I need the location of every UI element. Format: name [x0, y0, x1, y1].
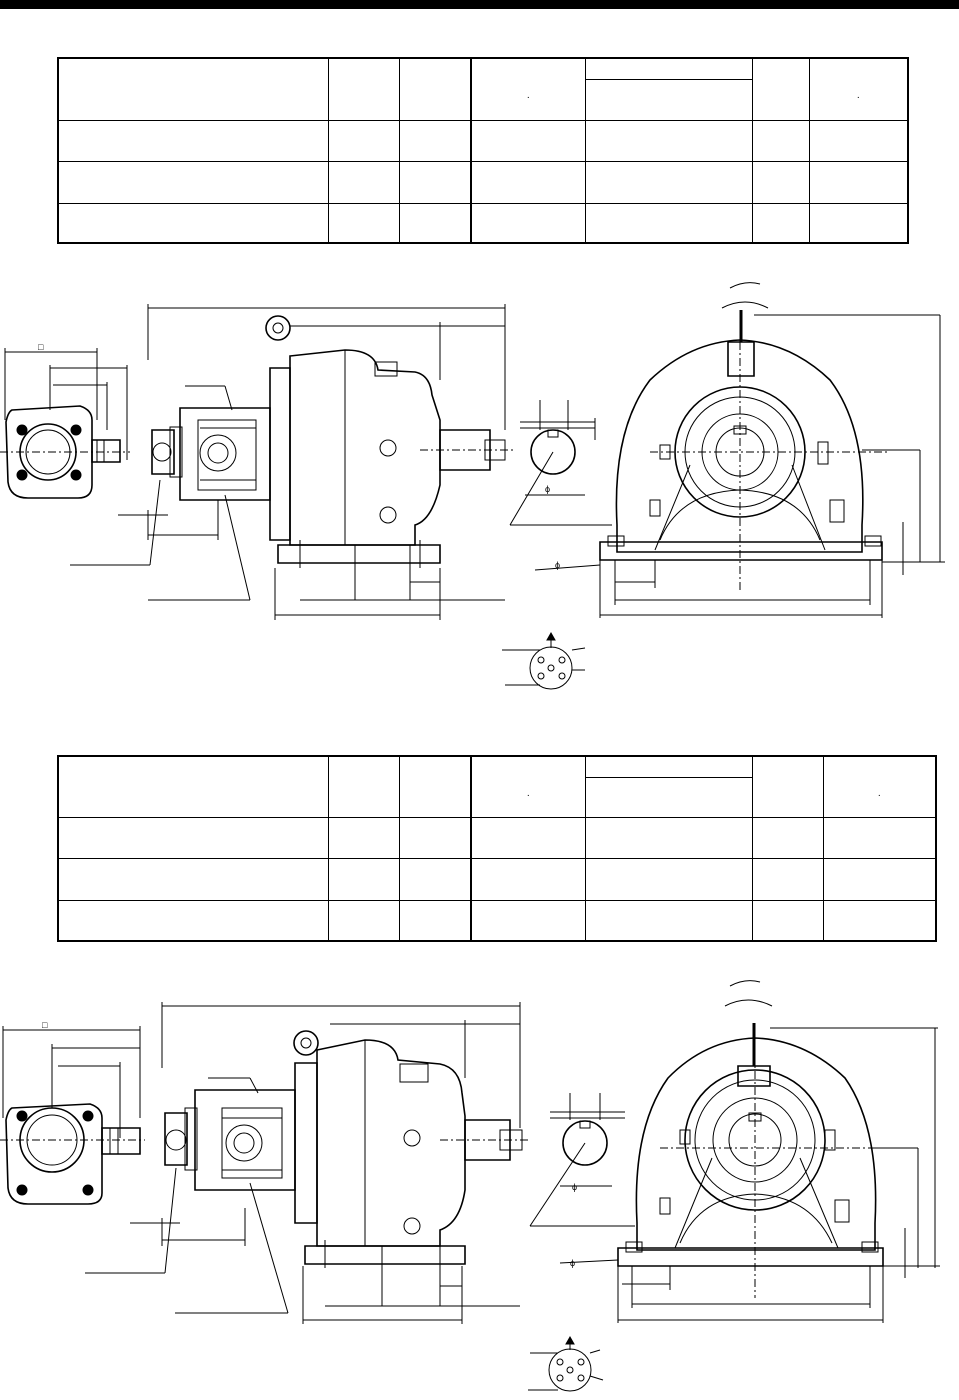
table-row [57, 816, 937, 859]
diameter-symbol: ϕ [570, 1258, 575, 1268]
table-row [57, 119, 909, 162]
motor-end-view [0, 1026, 145, 1204]
table-row [57, 857, 937, 901]
gearmotor-side-view [70, 316, 515, 620]
diameter-symbol: ϕ [545, 484, 550, 494]
header-cell-7: · [808, 57, 909, 121]
header-cell-sub [584, 78, 753, 121]
terminal-box-icon [528, 1337, 603, 1391]
header-cell-4: · [470, 57, 586, 121]
rotation-arrow-icon [730, 981, 760, 986]
square-symbol: □ [38, 342, 44, 352]
table-row [57, 899, 937, 942]
header-cell-model [57, 755, 329, 818]
shaft-keyway-detail [510, 400, 612, 525]
rotation-arrow-icon [725, 1000, 772, 1006]
spec-table-1: · · [57, 57, 909, 244]
header-mark: · [877, 789, 881, 801]
header-cell-group [584, 755, 753, 778]
header-cell-2 [327, 57, 400, 121]
header-cell-6 [751, 57, 810, 121]
table-row [57, 202, 909, 244]
motor-end-view [0, 348, 130, 498]
shaft-keyway-detail [530, 1093, 635, 1226]
header-mark: · [526, 789, 530, 801]
diameter-symbol: ϕ [555, 560, 560, 570]
header-cell-6 [751, 755, 824, 818]
drawing-1: □ ϕ ϕ [0, 270, 959, 700]
square-symbol: □ [42, 1020, 48, 1030]
terminal-box-icon [502, 633, 585, 689]
header-cell-sub [584, 776, 753, 818]
gearmotor-front-view [560, 981, 940, 1323]
spec-table-2: · · [57, 755, 937, 942]
gearmotor-side-view [85, 1031, 530, 1324]
drawing-2: □ ϕ ϕ [0, 968, 959, 1400]
header-cell-3 [398, 755, 472, 818]
header-mark: · [526, 92, 530, 104]
header-cell-2 [327, 755, 400, 818]
top-bar [0, 0, 959, 9]
header-cell-7: · [822, 755, 937, 818]
rotation-arrow-icon [730, 283, 760, 288]
header-cell-model [57, 57, 329, 121]
table-row [57, 160, 909, 204]
header-cell-3 [398, 57, 472, 121]
header-mark: · [856, 92, 860, 104]
gearmotor-front-view [535, 283, 945, 618]
rotation-arrow-icon [722, 302, 768, 308]
header-cell-4: · [470, 755, 586, 818]
header-cell-group [584, 57, 753, 80]
diameter-symbol: ϕ [572, 1182, 577, 1192]
